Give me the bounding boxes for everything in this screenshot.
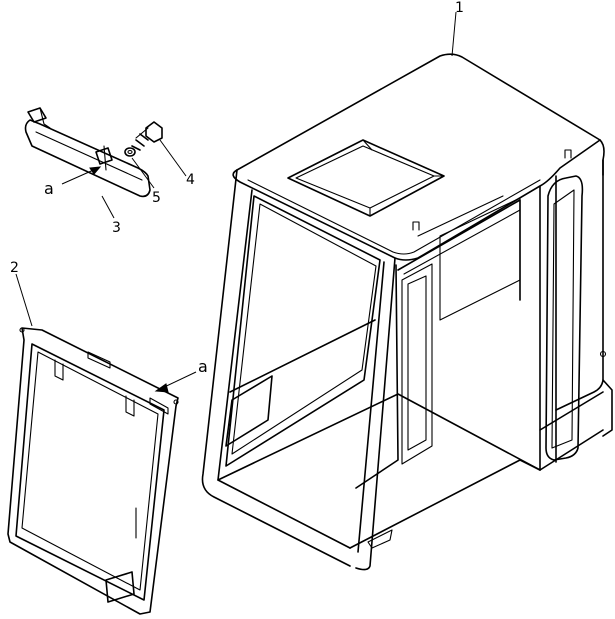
washer	[124, 147, 136, 157]
callout-4: 4	[186, 172, 195, 188]
callout-3: 3	[112, 220, 121, 236]
callout-2: 2	[10, 260, 19, 276]
callout-1: 1	[455, 0, 464, 16]
reference-a-visor: a	[44, 179, 54, 198]
callout-5: 5	[152, 190, 161, 206]
arrow-a-visor	[89, 166, 102, 175]
sun-visor	[24, 107, 151, 198]
arrow-a-door	[154, 383, 169, 393]
cab-assembly	[201, 53, 613, 571]
bolt	[131, 121, 163, 151]
reference-a-door: a	[198, 357, 208, 376]
leader-lines	[15, 11, 457, 393]
front-window-frame	[7, 327, 179, 615]
